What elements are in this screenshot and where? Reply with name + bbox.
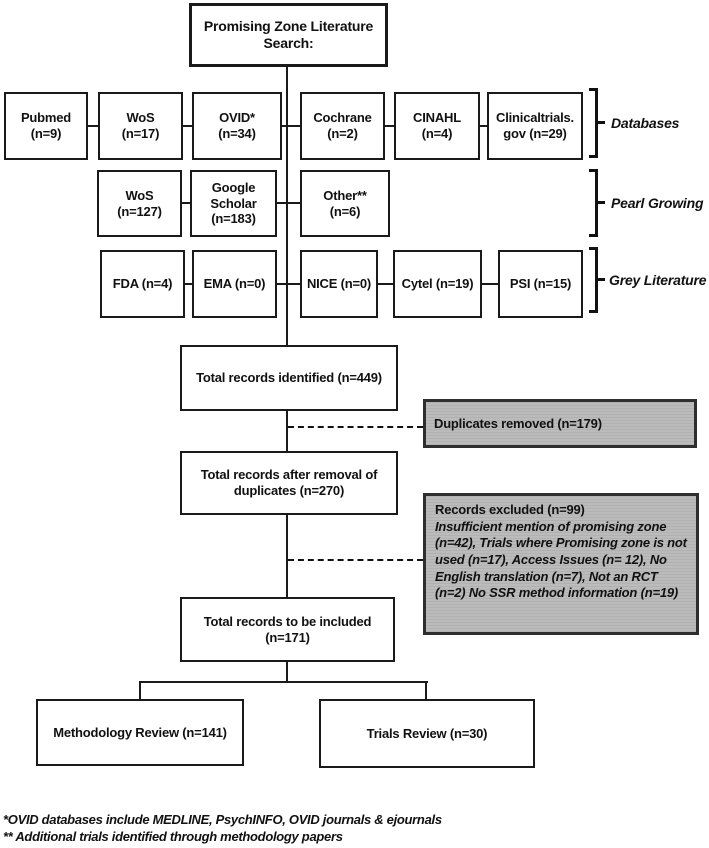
connector-row3	[185, 283, 192, 285]
connector-row3	[277, 283, 300, 285]
connector-row1	[282, 125, 300, 127]
box-label: WoS (n=17)	[121, 110, 160, 141]
box-label: Duplicates removed (n=179)	[434, 415, 602, 431]
box-label: Total records after removal of duplicate…	[200, 467, 378, 498]
connector-branch-left	[139, 681, 141, 700]
title-text: Promising Zone Literature Search:	[203, 17, 374, 51]
box-cochrane: Cochrane (n=2)	[300, 92, 385, 160]
box-label: Total records identified (n=449)	[196, 370, 382, 386]
box-label: Cochrane (n=2)	[313, 110, 372, 141]
bracket-databases	[589, 88, 598, 158]
box-label: CINAHL (n=4)	[413, 110, 461, 141]
connector-row1	[183, 125, 192, 127]
box-label: Pubmed (n=9)	[20, 110, 72, 141]
group-label-pearl-growing: Pearl Growing	[611, 195, 704, 211]
box-duplicates-removed: Duplicates removed (n=179)	[423, 399, 697, 448]
dashed-connector-excluded	[288, 559, 423, 561]
box-label: Methodology Review (n=141)	[53, 724, 227, 740]
box-wos-databases: WoS (n=17)	[98, 92, 183, 160]
box-wos-pearl: WoS (n=127)	[97, 170, 182, 237]
box-label: Google Scholar (n=183)	[210, 179, 257, 227]
bracket-tick	[597, 121, 605, 124]
connector-branch-horizontal	[139, 681, 428, 683]
footnote-ovid: *OVID databases include MEDLINE, PsychIN…	[3, 812, 442, 827]
box-clinicaltrials: Clinicaltrials. gov (n=29)	[487, 92, 583, 160]
box-fda: FDA (n=4)	[100, 250, 185, 318]
connector-row1	[88, 125, 98, 127]
box-label: FDA (n=4)	[112, 276, 173, 292]
box-ovid: OVID* (n=34)	[192, 92, 282, 160]
box-label: WoS (n=127)	[117, 187, 162, 219]
group-label-databases: Databases	[611, 115, 680, 131]
connector-identified-to-afterdup	[286, 411, 288, 452]
connector-included-to-branch	[286, 662, 288, 682]
connector-row2	[182, 202, 190, 204]
box-google-scholar: Google Scholar (n=183)	[190, 170, 277, 237]
box-pubmed: Pubmed (n=9)	[4, 92, 88, 160]
connector-row2	[277, 202, 300, 204]
box-cinahl: CINAHL (n=4)	[394, 92, 480, 160]
box-nice: NICE (n=0)	[300, 250, 378, 318]
box-other: Other** (n=6)	[300, 170, 390, 237]
connector-row1	[480, 125, 487, 127]
box-methodology-review: Methodology Review (n=141)	[36, 699, 244, 766]
box-label: NICE (n=0)	[306, 276, 372, 292]
box-cytel: Cytel (n=19)	[393, 250, 482, 318]
bracket-tick	[597, 201, 605, 204]
connector-row3	[378, 283, 393, 285]
bracket-tick	[597, 278, 605, 281]
box-label: OVID* (n=34)	[218, 110, 256, 141]
connector-center-top	[286, 66, 288, 346]
box-total-identified: Total records identified (n=449)	[180, 345, 398, 411]
dashed-connector-duplicates	[288, 426, 423, 428]
box-psi: PSI (n=15)	[498, 250, 583, 318]
box-label: PSI (n=15)	[509, 276, 572, 292]
box-ema: EMA (n=0)	[192, 250, 277, 318]
group-label-grey-literature: Grey Literature	[609, 272, 707, 288]
bracket-pearl-growing	[589, 169, 598, 237]
bracket-grey-literature	[589, 247, 598, 313]
box-label: Total records to be included (n=171)	[203, 613, 372, 645]
connector-afterdup-to-included	[286, 514, 288, 598]
excluded-reasons: Insufficient mention of promising zone (…	[435, 518, 687, 601]
box-trials-review: Trials Review (n=30)	[319, 699, 535, 768]
box-after-duplicates: Total records after removal of duplicate…	[180, 451, 398, 515]
excluded-title: Records excluded (n=99)	[435, 502, 585, 517]
connector-row3	[482, 283, 498, 285]
box-label: Trials Review (n=30)	[366, 725, 488, 741]
box-label: Clinicaltrials. gov (n=29)	[496, 110, 574, 141]
box-total-included: Total records to be included (n=171)	[180, 597, 395, 662]
footnote-additional-trials: ** Additional trials identified through …	[3, 829, 343, 844]
connector-row1	[385, 125, 394, 127]
box-records-excluded: Records excluded (n=99) Insufficient men…	[423, 493, 699, 635]
box-label: Other** (n=6)	[323, 187, 367, 219]
box-label: EMA (n=0)	[203, 276, 266, 292]
box-label: Cytel (n=19)	[401, 276, 474, 292]
connector-branch-right	[425, 681, 427, 700]
title-box: Promising Zone Literature Search:	[189, 3, 388, 67]
